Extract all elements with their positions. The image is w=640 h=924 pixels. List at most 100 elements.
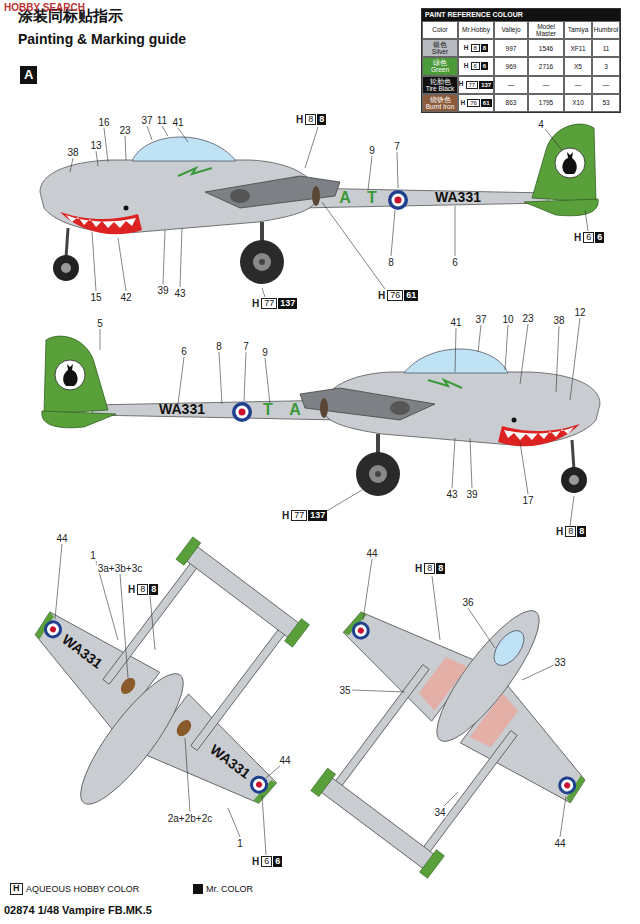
- color-name-zh: 绿色: [433, 59, 447, 66]
- callout-number: 43: [173, 288, 186, 299]
- hobby-cell: H77137: [458, 76, 494, 94]
- paint-code: XF11: [570, 45, 585, 52]
- table-cell: X10: [564, 94, 592, 112]
- paint-code: X5: [574, 63, 582, 70]
- color-name-en: Green: [431, 66, 449, 73]
- aqueous-code: 8: [565, 526, 576, 537]
- mr-color-code: 6: [273, 856, 282, 867]
- callout-number: 44: [55, 533, 68, 544]
- color-name-en: Tire Black: [426, 85, 455, 92]
- callout-number: 44: [553, 838, 566, 849]
- legend-row: Mr. COLOR: [193, 884, 253, 894]
- section-badge: A: [20, 66, 37, 84]
- paint-code: 1795: [539, 99, 553, 106]
- mr-color-code: 137: [479, 81, 493, 89]
- mr-color-code: 137: [308, 510, 327, 521]
- caption: 02874 1/48 Vampire FB.MK.5: [4, 904, 152, 916]
- mr-color-code: 8: [481, 44, 488, 52]
- table-cell: 997: [494, 39, 528, 57]
- callout-number: 37: [474, 314, 487, 325]
- paint-code: 2716: [539, 63, 553, 70]
- mr-color-code: 6: [481, 62, 488, 70]
- callout-number: 43: [445, 489, 458, 500]
- color-callout: H88: [464, 44, 488, 52]
- callout-number: 36: [461, 597, 474, 608]
- color-name-zh: 烧铁色: [430, 96, 451, 103]
- color-name-en: Silver: [432, 48, 448, 55]
- callout-number: 17: [521, 495, 534, 506]
- callout-number: 1: [89, 550, 97, 561]
- hobby-letter: H: [464, 45, 469, 52]
- callout-number: 7: [242, 341, 250, 352]
- column-head: Vallejo: [494, 21, 528, 39]
- color-callout: H77137: [252, 298, 297, 309]
- callout-number: 38: [552, 315, 565, 326]
- paint-code: 863: [506, 99, 517, 106]
- callout-number: 44: [278, 755, 291, 766]
- table-title: PAINT REFERENCE COLOUR: [425, 11, 523, 18]
- aqueous-code: 77: [291, 510, 307, 521]
- color-callout: H88: [415, 563, 445, 574]
- color-callout: H88: [556, 526, 586, 537]
- hobby-letter: H: [296, 115, 303, 125]
- callout-number: 41: [171, 117, 184, 128]
- watermark: HOBBY SEARCH: [4, 2, 85, 13]
- legend-text: Mr. COLOR: [206, 884, 253, 894]
- hobby-cell: H88: [458, 39, 494, 57]
- mr-color-code: 8: [577, 526, 586, 537]
- paint-code: 997: [506, 45, 517, 52]
- color-cell: 银色Silver: [422, 39, 458, 57]
- paint-code: 1546: [539, 45, 553, 52]
- column-head: Humbrol: [592, 21, 620, 39]
- aqueous-code: 76: [467, 99, 480, 107]
- color-name-zh: 银色: [433, 41, 447, 48]
- hobby-letter: H: [460, 100, 465, 107]
- column-label: Vallejo: [501, 26, 520, 33]
- table-header: PAINT REFERENCE COLOUR: [422, 9, 620, 21]
- callout-number: 4: [537, 119, 545, 130]
- hobby-cell: H7661: [458, 94, 494, 112]
- aqueous-code: 6: [261, 856, 272, 867]
- callout-number: 16: [97, 117, 110, 128]
- table-cell: 1546: [528, 39, 564, 57]
- color-callout: H7661: [378, 290, 418, 301]
- hobby-letter: H: [459, 81, 464, 88]
- callout-number: 39: [156, 285, 169, 296]
- mr-color-code: 6: [595, 232, 604, 243]
- paint-code: —: [603, 81, 610, 88]
- hobby-letter: H: [282, 511, 289, 521]
- aqueous-code: 77: [466, 81, 479, 89]
- column-head: Mr.Hobby: [458, 21, 494, 39]
- column-label: Mr.Hobby: [462, 26, 490, 33]
- table-cell: —: [528, 76, 564, 94]
- hobby-letter: H: [252, 857, 259, 867]
- paint-table: PAINT REFERENCE COLOURColorMr.HobbyValle…: [421, 8, 621, 113]
- paint-code: 11: [603, 45, 610, 52]
- callout-number: 34: [433, 807, 446, 818]
- paint-code: 969: [506, 63, 517, 70]
- aqueous-code: 8: [137, 584, 148, 595]
- color-name-en: Burnt Iron: [426, 103, 455, 110]
- legend-swatch: [193, 884, 203, 894]
- callout-number: 6: [451, 257, 459, 268]
- callout-number: 3a+3b+3c: [97, 563, 144, 574]
- color-callout: H66: [464, 62, 488, 70]
- aqueous-code: 8: [471, 44, 480, 52]
- squadron-letter: T: [367, 189, 377, 207]
- paint-code: —: [575, 81, 582, 88]
- callout-number: 10: [501, 314, 514, 325]
- hobby-letter: H: [464, 63, 469, 70]
- hobby-letter: H: [574, 233, 581, 243]
- callout-number: 8: [387, 257, 395, 268]
- serial-number: WA331: [159, 402, 205, 417]
- callout-number: 35: [338, 685, 351, 696]
- hobby-letter: H: [556, 527, 563, 537]
- paint-code: X10: [572, 99, 584, 106]
- column-label: Model Master: [530, 23, 562, 37]
- paint-code: 3: [604, 63, 608, 70]
- aqueous-code: 77: [261, 298, 277, 309]
- table-cell: —: [592, 76, 620, 94]
- column-head: Tamiya: [564, 21, 592, 39]
- callout-number: 9: [368, 145, 376, 156]
